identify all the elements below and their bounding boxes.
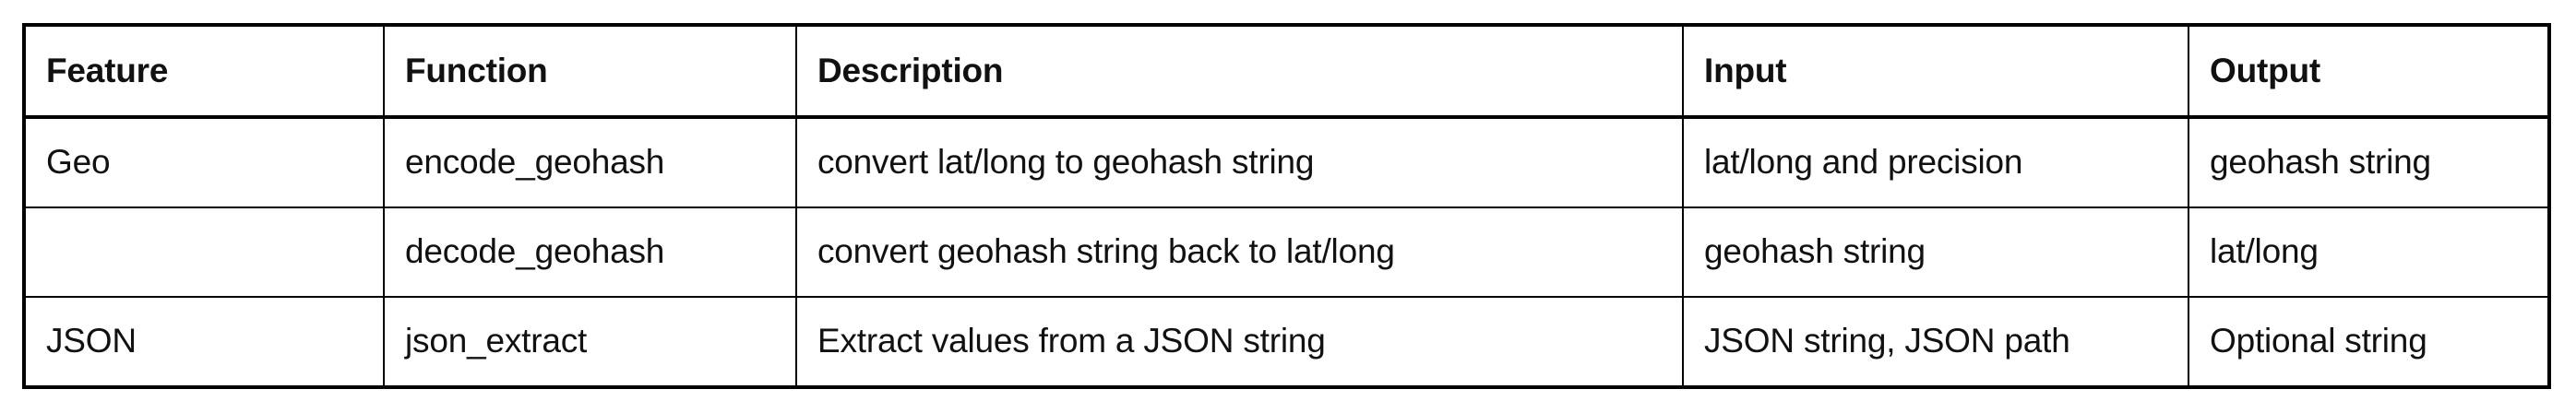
column-header-output: Output	[2188, 23, 2551, 119]
table-row: JSON json_extract Extract values from a …	[22, 296, 2551, 389]
cell-output: lat/long	[2188, 206, 2551, 298]
cell-feature	[22, 206, 385, 298]
cell-input: geohash string	[1682, 206, 2189, 298]
cell-input: JSON string, JSON path	[1682, 296, 2189, 389]
cell-feature: JSON	[22, 296, 385, 389]
feature-function-table: Feature Function Description Input Outpu…	[22, 23, 2551, 389]
table-row: Geo encode_geohash convert lat/long to g…	[22, 116, 2551, 208]
cell-function: decode_geohash	[383, 206, 797, 298]
cell-function: json_extract	[383, 296, 797, 389]
cell-input: lat/long and precision	[1682, 116, 2189, 208]
cell-output: Optional string	[2188, 296, 2551, 389]
cell-description: Extract values from a JSON string	[795, 296, 1684, 389]
table-row: decode_geohash convert geohash string ba…	[22, 206, 2551, 298]
column-header-feature: Feature	[22, 23, 385, 119]
cell-feature: Geo	[22, 116, 385, 208]
cell-description: convert lat/long to geohash string	[795, 116, 1684, 208]
column-header-function: Function	[383, 23, 797, 119]
table-header-row: Feature Function Description Input Outpu…	[22, 23, 2551, 119]
column-header-input: Input	[1682, 23, 2189, 119]
cell-function: encode_geohash	[383, 116, 797, 208]
cell-description: convert geohash string back to lat/long	[795, 206, 1684, 298]
column-header-description: Description	[795, 23, 1684, 119]
table-header: Feature Function Description Input Outpu…	[22, 23, 2551, 119]
table-body: Geo encode_geohash convert lat/long to g…	[22, 116, 2551, 389]
cell-output: geohash string	[2188, 116, 2551, 208]
